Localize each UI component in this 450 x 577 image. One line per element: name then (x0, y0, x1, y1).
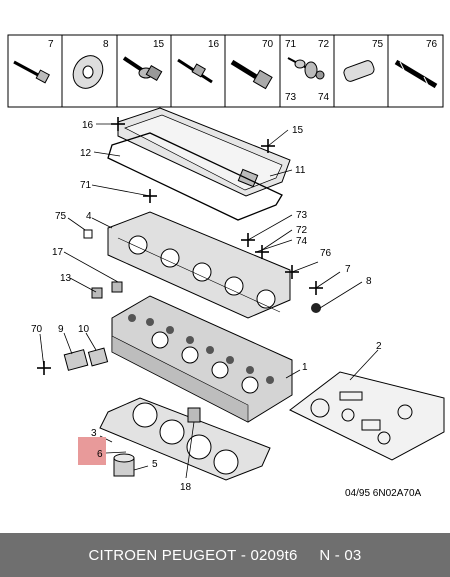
threaded-stud-icon (394, 59, 438, 89)
gasket-set (289, 371, 445, 461)
parts-bar-label-71: 71 (285, 39, 297, 50)
callout-6-highlight (78, 437, 106, 465)
bolt-with-grommet-icon (287, 57, 325, 80)
leader-lines (39, 123, 379, 479)
parts-bar-label-70: 70 (262, 39, 274, 50)
callout-11: 11 (295, 165, 306, 176)
callout-6: 6 (97, 449, 103, 460)
callout-17: 17 (52, 247, 64, 258)
footer-brand: CITROEN PEUGEOT (88, 546, 237, 564)
callout-2: 2 (376, 341, 382, 352)
parts-bar-label-15: 15 (153, 39, 165, 50)
parts-bar-label-72: 72 (318, 39, 330, 50)
footer-page: N - 03 (319, 546, 362, 564)
callout-4: 4 (86, 211, 92, 222)
parts-bar: 7 8 15 16 70 71 72 73 74 75 76 (7, 34, 444, 108)
callout-71: 71 (80, 180, 92, 191)
footer-bar: CITROEN PEUGEOT - 0209t6 N - 03 (0, 533, 450, 577)
parts-bar-label-76: 76 (426, 39, 438, 50)
parts-bar-label-7: 7 (48, 39, 54, 50)
callout-7: 7 (345, 264, 351, 275)
callout-74: 74 (296, 236, 308, 247)
callout-5: 5 (152, 459, 158, 470)
valve-guide-icon (343, 60, 375, 82)
long-bolt-icon (13, 60, 50, 84)
flange-bolt-icon (122, 56, 163, 82)
callout-16: 16 (82, 120, 94, 131)
guide-sleeve (113, 453, 135, 477)
callout-9: 9 (58, 324, 64, 335)
stud-bolt-icon (177, 58, 213, 84)
plus-markers (37, 117, 323, 375)
callout-73: 73 (296, 210, 308, 221)
callout-12: 12 (80, 148, 92, 159)
hex-bolt-icon (230, 59, 273, 90)
cover-gasket (107, 132, 283, 221)
parts-bar-label-73: 73 (285, 92, 297, 103)
washer-icon (72, 55, 104, 89)
callout-18: 18 (180, 482, 192, 493)
parts-bar-label-75: 75 (372, 39, 384, 50)
parts-bar-label-74: 74 (318, 92, 330, 103)
dowel-pin (187, 407, 201, 423)
callout-76: 76 (320, 248, 332, 259)
parts-bar-label-8: 8 (103, 39, 109, 50)
callout-13: 13 (60, 273, 72, 284)
callout-8: 8 (366, 276, 372, 287)
parts-bar-label-16: 16 (208, 39, 220, 50)
reference-code: 04/95 6N02A70A (345, 488, 422, 499)
callout-72: 72 (296, 225, 308, 236)
head-gasket (99, 397, 271, 481)
callout-75: 75 (55, 211, 67, 222)
callout-3: 3 (91, 428, 97, 439)
camshaft-carrier (107, 211, 291, 319)
washer-8-dot (311, 303, 321, 313)
callout-1: 1 (302, 362, 308, 373)
cylinder-head (111, 295, 293, 423)
plugs-13 (91, 281, 123, 299)
footer-code: 0209t6 (250, 546, 298, 564)
marker-square-75 (83, 229, 93, 239)
callout-15: 15 (292, 125, 304, 136)
footer-gap (298, 547, 320, 564)
footer-separator: - (236, 546, 251, 564)
callout-labels: 16 15 12 11 71 73 72 74 75 4 76 17 7 8 1… (31, 120, 382, 493)
valve-cover (117, 107, 291, 197)
thermostat-housing (63, 347, 109, 371)
callout-10: 10 (78, 324, 90, 335)
callout-70: 70 (31, 324, 43, 335)
